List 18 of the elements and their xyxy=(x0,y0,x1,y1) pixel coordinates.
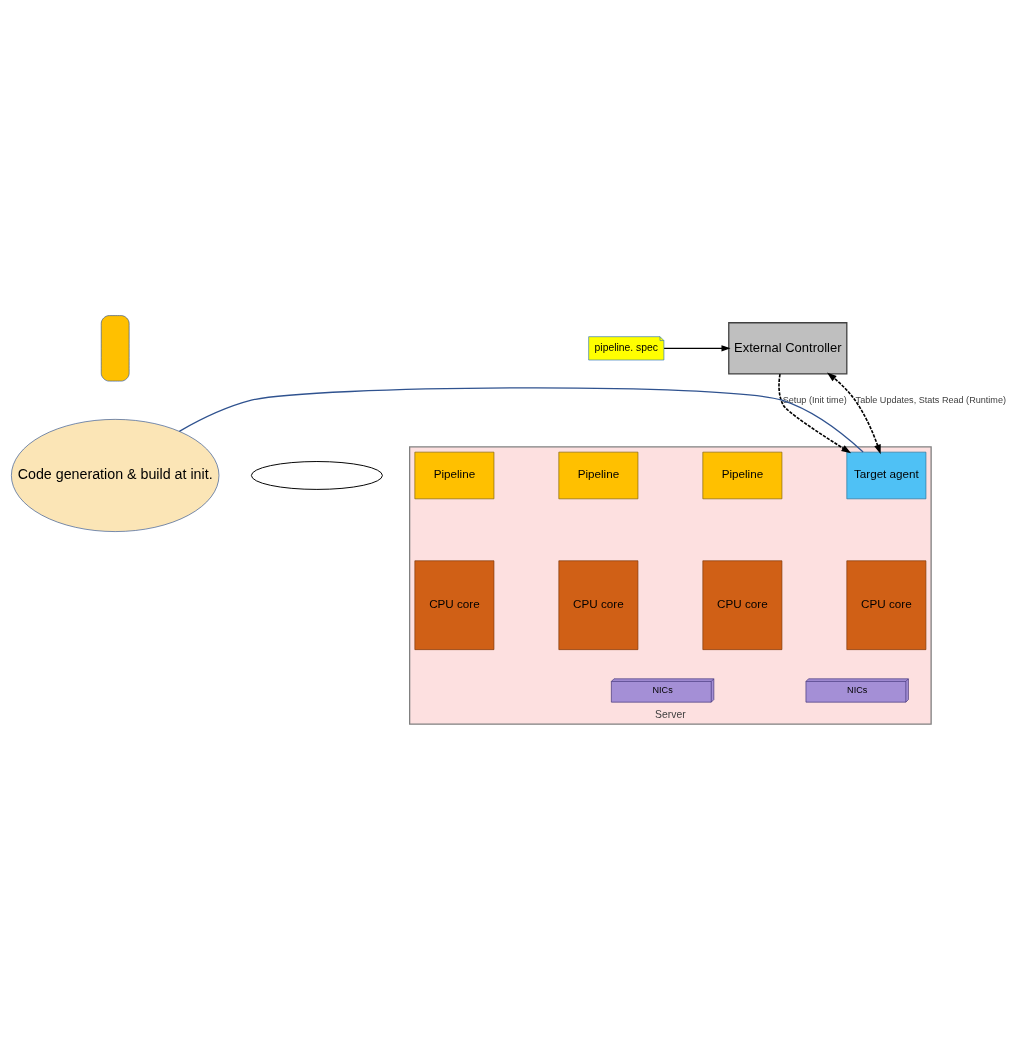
arrow xyxy=(778,373,852,454)
edge-label: Setup (Init time) xyxy=(782,394,847,405)
node-box: Pipeline xyxy=(414,451,495,500)
node-box: CPU core xyxy=(702,560,783,650)
node-box: CPU core xyxy=(846,560,927,650)
node-box: CPU core xyxy=(558,560,639,650)
connector xyxy=(178,387,864,453)
edge-label: Table Updates, Stats Read (Runtime) xyxy=(855,394,1006,405)
node-box xyxy=(100,315,130,382)
node-box: Pipeline xyxy=(702,451,783,500)
node-ellipse: Code generation & build at init. xyxy=(11,419,220,532)
arrow xyxy=(826,372,881,455)
node-box: External Controller xyxy=(728,322,848,375)
node-box: Target agent xyxy=(846,451,927,500)
node-box: CPU core xyxy=(414,560,495,650)
node-cloud xyxy=(250,461,383,490)
node-box: Pipeline xyxy=(558,451,639,500)
arrow xyxy=(663,345,731,352)
